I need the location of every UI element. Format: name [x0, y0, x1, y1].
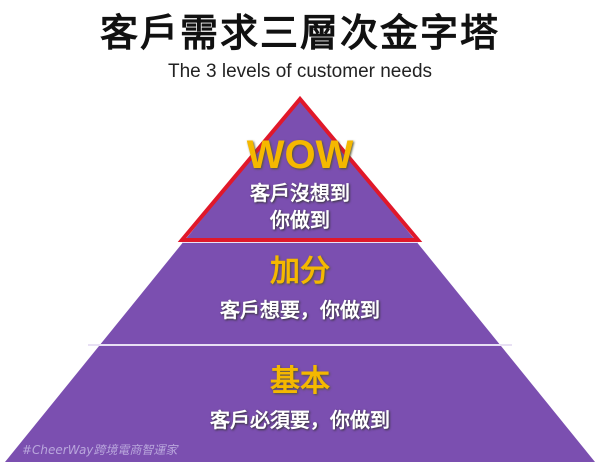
- top-level-desc-line1: 客戶沒想到: [250, 181, 350, 205]
- top-level-outline: [177, 95, 423, 242]
- top-level-desc-line2: 你做到: [270, 208, 330, 232]
- bottom-level-desc: 客戶必須要，你做到: [210, 408, 390, 432]
- top-level-label: WOW: [246, 133, 354, 177]
- middle-level-desc: 客戶想要，你做到: [220, 298, 380, 322]
- page-title: 客戶需求三層次金字塔: [99, 11, 500, 55]
- middle-level-label: 加分: [270, 254, 330, 289]
- watermark: #CheerWay跨境電商智運家: [22, 443, 178, 457]
- bottom-level-label: 基本: [270, 364, 330, 399]
- pyramid-body: [5, 98, 595, 462]
- subtitle: The 3 levels of customer needs: [167, 61, 433, 82]
